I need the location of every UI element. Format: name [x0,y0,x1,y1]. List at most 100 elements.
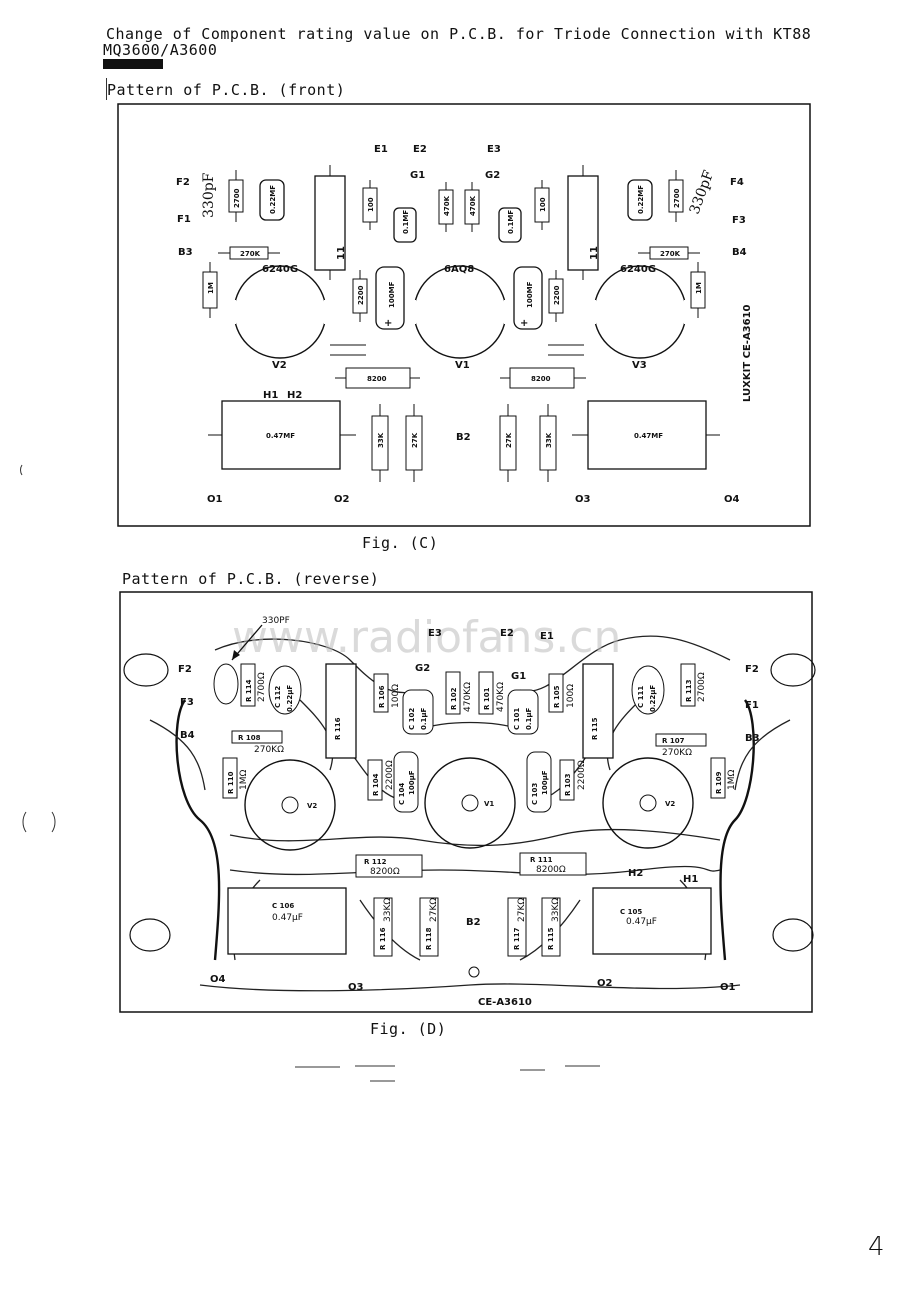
svg-text:2700Ω: 2700Ω [257,672,267,702]
svg-text:100μF: 100μF [408,770,416,795]
svg-text:R 106: R 106 [378,685,386,708]
model-number: MQ3600/A3600 [103,41,218,59]
svg-text:0.22μF: 0.22μF [286,685,294,712]
rev-r106: R 106 100Ω [373,673,401,713]
board-outline-front [117,103,811,527]
component-r-100-right: 100 [534,180,550,230]
annotation-330pf: 330PF [262,616,290,626]
label-v1: V1 [455,360,470,371]
tube-socket-v3 [592,265,688,359]
svg-text:R 114: R 114 [245,679,253,702]
rev-r109: R 109 1MΩ [710,757,737,799]
svg-text:C 102: C 102 [408,708,416,730]
svg-text:C 104: C 104 [398,783,406,805]
component-r-2200-left: 2200 [352,270,368,322]
svg-text:2200Ω: 2200Ω [577,760,587,790]
rev-label-b4: B4 [180,730,195,741]
svg-text:0.1MF: 0.1MF [402,210,410,234]
rev-tube-v3 [244,759,336,851]
rev-r114: R 114 2700Ω [240,663,267,707]
svg-text:R 110: R 110 [227,771,235,794]
label-v3: V3 [632,360,647,371]
rev-c112-b: C 112 0.22μF [268,665,302,715]
handwritten-330pf-left: 330pF [201,172,217,218]
svg-text:270KΩ: 270KΩ [662,748,692,758]
rev-label-f1: F1 [745,700,759,711]
rev-c111: C 111 0.22μF [631,665,665,715]
component-c-100mf-left: 100MF + [375,266,405,330]
rev-label-o4: O4 [210,974,226,985]
board-label-front: LUXKIT CE-A3610 [742,304,753,402]
component-r-27k-right: 27K [499,404,517,482]
component-r-33k-left: 33K [371,404,389,482]
svg-text:33K: 33K [377,432,385,448]
svg-text:100μF: 100μF [541,770,549,795]
tube-label-left: 6240G [262,264,298,275]
component-r-8200-right: 8200 [500,367,586,389]
figure-c-caption: Fig. (C) [362,534,439,552]
svg-text:2200: 2200 [553,285,561,305]
label-o3: O3 [575,494,591,505]
svg-text:470KΩ: 470KΩ [463,682,473,712]
rev-tube-v1 [424,757,516,849]
svg-text:100: 100 [367,197,375,212]
label-e1: E1 [374,144,388,155]
svg-text:270K: 270K [240,250,261,258]
component-c-022-left: 0.22MF [259,179,285,221]
label-v2: V2 [272,360,287,371]
rev-r116-33k: R 116 33KΩ [373,897,393,957]
rev-label-h2: H2 [628,868,643,879]
component-r-270k-left: 270K [218,246,280,260]
tube-label-right: 6240G [620,264,656,275]
svg-text:0.1MF: 0.1MF [507,210,515,234]
svg-text:C 106: C 106 [272,902,294,910]
svg-text:R 109: R 109 [715,771,723,794]
svg-text:R 111: R 111 [530,856,553,864]
svg-text:R 103: R 103 [564,773,572,796]
label-f3: F3 [732,215,746,226]
svg-text:100: 100 [539,197,547,212]
svg-text:R 107: R 107 [662,737,685,745]
svg-text:C 101: C 101 [513,708,521,730]
rev-label-g2: G2 [415,663,430,674]
rev-r110: R 110 1MΩ [222,757,249,799]
svg-text:R 102: R 102 [450,687,458,710]
svg-text:1MΩ: 1MΩ [239,770,249,790]
mounting-holes [123,653,816,952]
component-r-100-left: 100 [362,180,378,230]
label-h2: H2 [287,390,302,401]
rev-c102: C 102 0.1μF [402,689,434,735]
svg-text:470KΩ: 470KΩ [496,682,506,712]
rev-label-b2: B2 [466,917,481,928]
rev-r108: R 108 270KΩ [231,730,284,755]
svg-text:27KΩ: 27KΩ [429,898,439,922]
label-f1: F1 [177,214,191,225]
component-r-large-right: 11 [567,165,600,280]
label-g1: G1 [410,170,425,181]
svg-text:R 118: R 118 [425,927,433,950]
svg-text:R 108: R 108 [238,734,261,742]
rev-r107: R 107 270KΩ [655,733,707,758]
svg-text:0.47μF: 0.47μF [626,917,657,927]
rev-c103: C 103 100μF [526,751,552,813]
svg-text:100MF: 100MF [526,281,534,308]
component-r-33k-right: 33K [539,404,557,482]
label-b4: B4 [732,247,747,258]
rev-r117-27k: R 117 27KΩ [507,897,527,957]
rev-r111: R 111 8200Ω [519,852,587,876]
component-c-022-right: 0.22MF [627,179,653,221]
svg-text:0.47μF: 0.47μF [272,913,303,923]
svg-text:R 115: R 115 [547,927,555,950]
svg-text:8200: 8200 [367,375,387,383]
redaction-mark [103,59,163,69]
label-b2: B2 [456,432,471,443]
svg-text:100Ω: 100Ω [391,684,401,708]
svg-text:R 104: R 104 [372,773,380,796]
rev-label-v2: V2 [665,800,675,808]
component-r-8200-left: 8200 [335,367,420,389]
section-title-reverse: Pattern of P.C.B. (reverse) [122,570,380,588]
rev-r104: R 104 2200Ω [367,759,395,801]
component-r-2700-left: 2700 [228,170,244,222]
svg-text:2200: 2200 [357,285,365,305]
